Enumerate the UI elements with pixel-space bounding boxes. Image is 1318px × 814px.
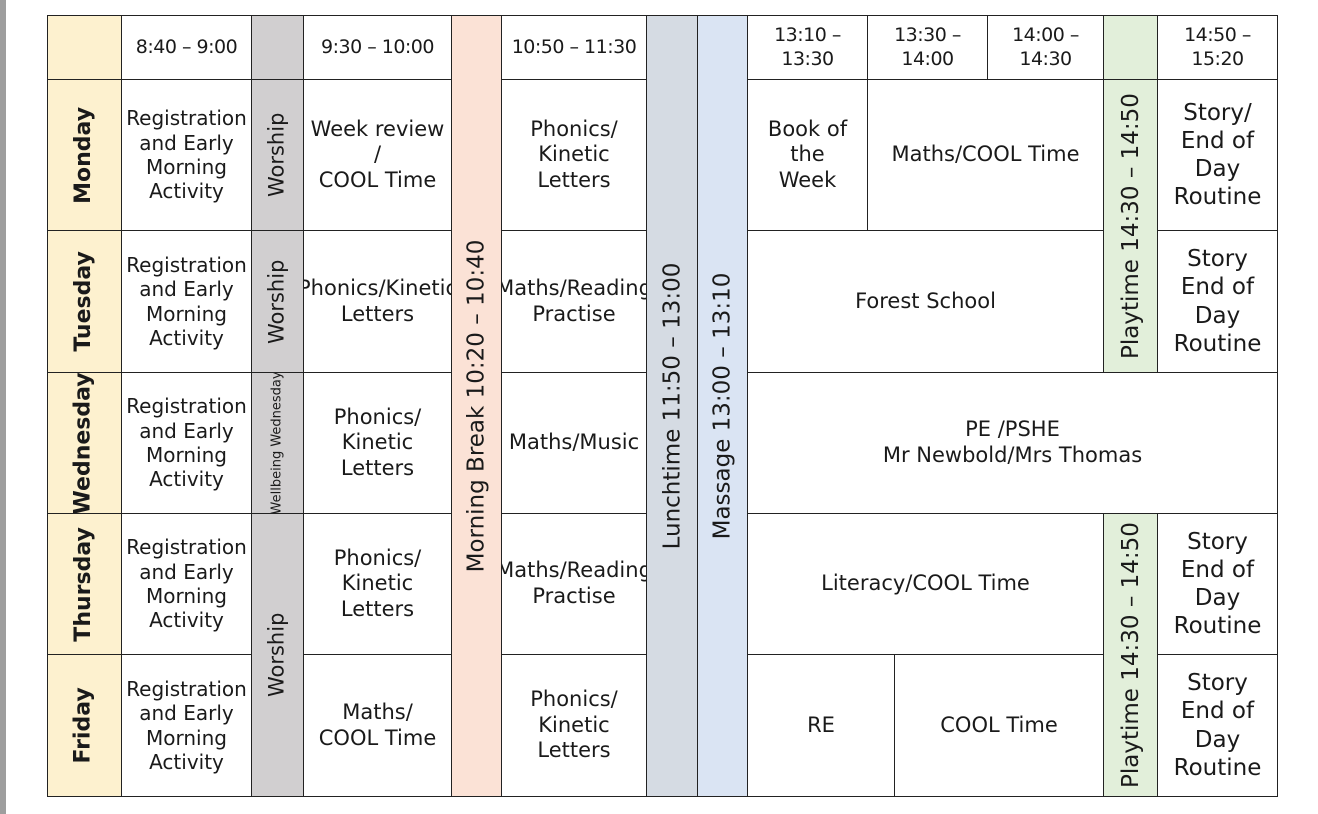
page-edge bbox=[0, 0, 6, 814]
lesson-cell: Book of the Week bbox=[747, 79, 868, 231]
registration-thursday: Registration and Early Morning Activity bbox=[121, 513, 252, 655]
playtime-header-cell bbox=[1103, 15, 1158, 80]
lesson-cell: Phonics/ Kinetic Letters bbox=[501, 79, 647, 231]
playtime-monday-tuesday: Playtime 14:30 – 14:50 bbox=[1103, 79, 1158, 373]
registration-tuesday: Registration and Early Morning Activity bbox=[121, 230, 252, 373]
massage-column: Massage 13:00 – 13:10 bbox=[697, 15, 748, 797]
header-time-slot-7: 14:50 – 15:20 bbox=[1157, 15, 1278, 80]
lesson-cell: Maths/Reading Practise bbox=[501, 230, 647, 373]
lesson-cell: Phonics/ Kinetic Letters bbox=[303, 372, 452, 514]
header-time-slot-5: 13:30 – 14:00 bbox=[867, 15, 988, 80]
lesson-cell: Phonics/Kinetic Letters bbox=[303, 230, 452, 373]
worship-tuesday: Worship bbox=[251, 230, 304, 373]
lesson-cell: Week review / COOL Time bbox=[303, 79, 452, 231]
worship-thursday-friday: Worship bbox=[251, 513, 304, 797]
morning-break-column: Morning Break 10:20 – 10:40 bbox=[451, 15, 502, 797]
lesson-cell: Story End of Day Routine bbox=[1157, 654, 1278, 797]
lesson-cell: PE /PSHE Mr Newbold/Mrs Thomas bbox=[747, 372, 1278, 514]
worship-header-cell bbox=[251, 15, 304, 80]
header-time-slot-1: 8:40 – 9:00 bbox=[121, 15, 252, 80]
header-time-slot-4: 13:10 – 13:30 bbox=[747, 15, 868, 80]
worship-monday: Worship bbox=[251, 79, 304, 231]
lesson-cell: Maths/Reading Practise bbox=[501, 513, 647, 655]
lesson-cell: Maths/COOL Time bbox=[867, 79, 1104, 231]
registration-friday: Registration and Early Morning Activity bbox=[121, 654, 252, 797]
day-label-monday: Monday bbox=[47, 79, 122, 231]
lesson-cell: Maths/Music bbox=[501, 372, 647, 514]
day-label-wednesday: Wednesday bbox=[47, 372, 122, 514]
day-label-tuesday: Tuesday bbox=[47, 230, 122, 373]
lesson-cell: COOL Time bbox=[894, 654, 1104, 797]
day-label-thursday: Thursday bbox=[47, 513, 122, 655]
lesson-cell: RE bbox=[747, 654, 895, 797]
lesson-cell: Phonics/ Kinetic Letters bbox=[501, 654, 647, 797]
lesson-cell: Phonics/ Kinetic Letters bbox=[303, 513, 452, 655]
lesson-cell: Maths/ COOL Time bbox=[303, 654, 452, 797]
registration-wednesday: Registration and Early Morning Activity bbox=[121, 372, 252, 514]
playtime-thursday-friday: Playtime 14:30 – 14:50 bbox=[1103, 513, 1158, 797]
registration-monday: Registration and Early Morning Activity bbox=[121, 79, 252, 231]
lesson-cell: Story End of Day Routine bbox=[1157, 230, 1278, 373]
lesson-cell: Forest School bbox=[747, 230, 1104, 373]
header-time-slot-6: 14:00 – 14:30 bbox=[987, 15, 1104, 80]
lesson-cell: Story/ End of Day Routine bbox=[1157, 79, 1278, 231]
corner-cell bbox=[47, 15, 122, 80]
lesson-cell: Literacy/COOL Time bbox=[747, 513, 1104, 655]
lunchtime-column: Lunchtime 11:50 – 13:00 bbox=[646, 15, 698, 797]
lesson-cell: Story End of Day Routine bbox=[1157, 513, 1278, 655]
wellbeing-wednesday: Wellbeing Wednesday bbox=[251, 372, 304, 514]
header-time-slot-3: 10:50 – 11:30 bbox=[501, 15, 647, 80]
day-label-friday: Friday bbox=[47, 654, 122, 797]
header-time-slot-2: 9:30 – 10:00 bbox=[303, 15, 452, 80]
